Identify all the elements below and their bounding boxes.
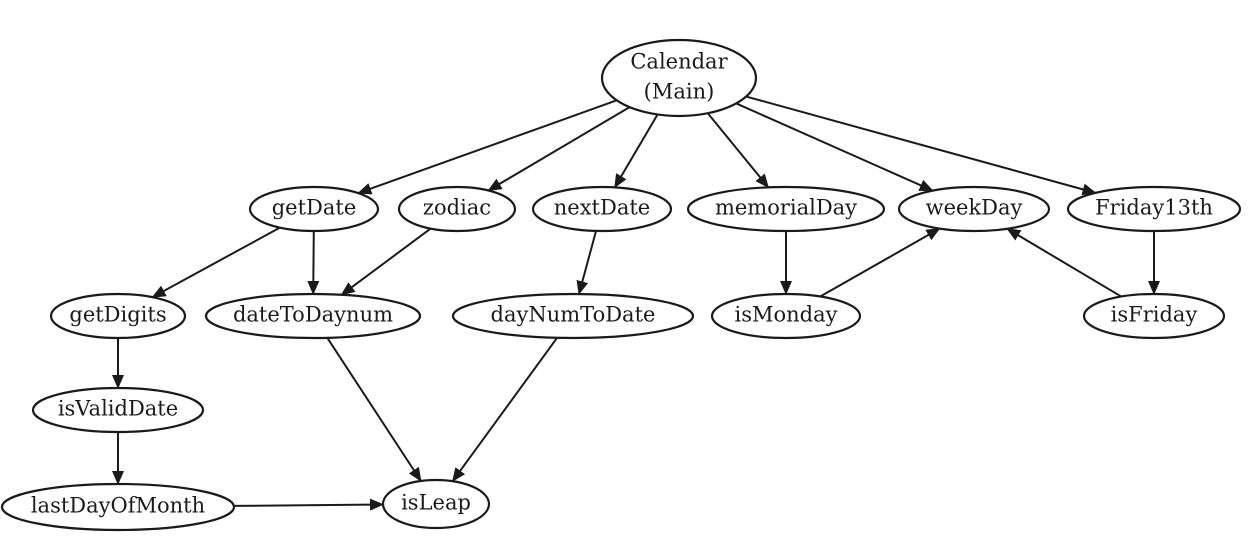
node-calendar-label: Calendar [630,50,728,74]
node-is-valid-date: isValidDate [31,386,205,434]
node-week-day-label: weekDay [926,196,1023,220]
node-is-friday: isFriday [1082,292,1226,340]
node-week-day: weekDay [897,185,1051,233]
node-get-date-shape [248,185,380,233]
node-get-date: getDate [248,185,380,233]
node-calendar: Calendar (Main) [600,38,758,118]
node-get-digits-label: getDigits [69,303,166,327]
node-next-date-shape [531,185,673,233]
node-zodiac-label: zodiac [423,196,491,220]
node-memorial-day-label: memorialDay [715,196,857,220]
node-is-valid-date-label: isValidDate [58,397,178,421]
edge-calendar-to-get-date [357,99,618,195]
node-is-leap: isLeap [381,478,491,530]
edge-last-day-of-month-to-is-leap [233,498,385,511]
nodes-layer: Calendar (Main) getDate zodiac nextDate memor… [0,38,1242,532]
edge-zodiac-to-date-to-daynum [340,227,432,296]
node-date-to-daynum-label: dateToDaynum [233,303,393,327]
edge-calendar-to-next-date [613,113,659,189]
node-week-day-shape [897,185,1051,233]
node-next-date: nextDate [531,185,673,233]
edges-layer [112,95,1160,511]
node-zodiac: zodiac [397,185,517,233]
node-get-digits-shape [49,292,187,340]
edge-calendar-to-zodiac [487,106,631,192]
edge-calendar-to-week-day [735,102,934,192]
node-is-monday-shape [710,292,862,340]
node-last-day-of-month-label: lastDayOfMonth [31,494,205,518]
node-is-monday: isMonday [710,292,862,340]
edge-is-friday-to-week-day [1006,227,1122,298]
edge-date-to-daynum-to-is-leap [326,337,422,482]
node-day-num-to-date-label: dayNumToDate [491,303,656,327]
node-date-to-daynum-shape [204,292,422,340]
edge-get-date-to-date-to-daynum [307,230,320,295]
node-is-friday-shape [1082,292,1226,340]
node-memorial-day-shape [686,185,886,233]
edge-is-monday-to-week-day [819,227,941,298]
node-is-leap-label: isLeap [401,491,471,515]
node-zodiac-shape [397,185,517,233]
node-friday13th-shape [1066,185,1242,233]
node-get-date-label: getDate [272,196,357,220]
node-day-num-to-date: dayNumToDate [451,292,695,340]
node-next-date-label: nextDate [554,196,650,220]
node-last-day-of-month-shape [0,482,236,532]
node-calendar-label: (Main) [644,80,715,104]
node-is-friday-label: isFriday [1111,303,1198,327]
node-is-leap-shape [381,478,491,530]
node-get-digits: getDigits [49,292,187,340]
node-friday13th: Friday13th [1066,185,1242,233]
edge-day-num-to-date-to-is-leap [451,337,558,483]
edge-calendar-to-memorial-day [707,112,770,189]
edge-get-date-to-get-digits [151,226,281,299]
node-memorial-day: memorialDay [686,185,886,233]
node-date-to-daynum: dateToDaynum [204,292,422,340]
node-is-valid-date-shape [31,386,205,434]
node-is-monday-label: isMonday [735,303,838,327]
node-last-day-of-month: lastDayOfMonth [0,482,236,532]
node-day-num-to-date-shape [451,292,695,340]
node-calendar-shape [600,38,758,118]
node-friday13th-label: Friday13th [1095,196,1213,220]
edge-calendar-to-friday13th [745,95,1097,196]
edge-next-date-to-day-num-to-date [576,230,598,295]
